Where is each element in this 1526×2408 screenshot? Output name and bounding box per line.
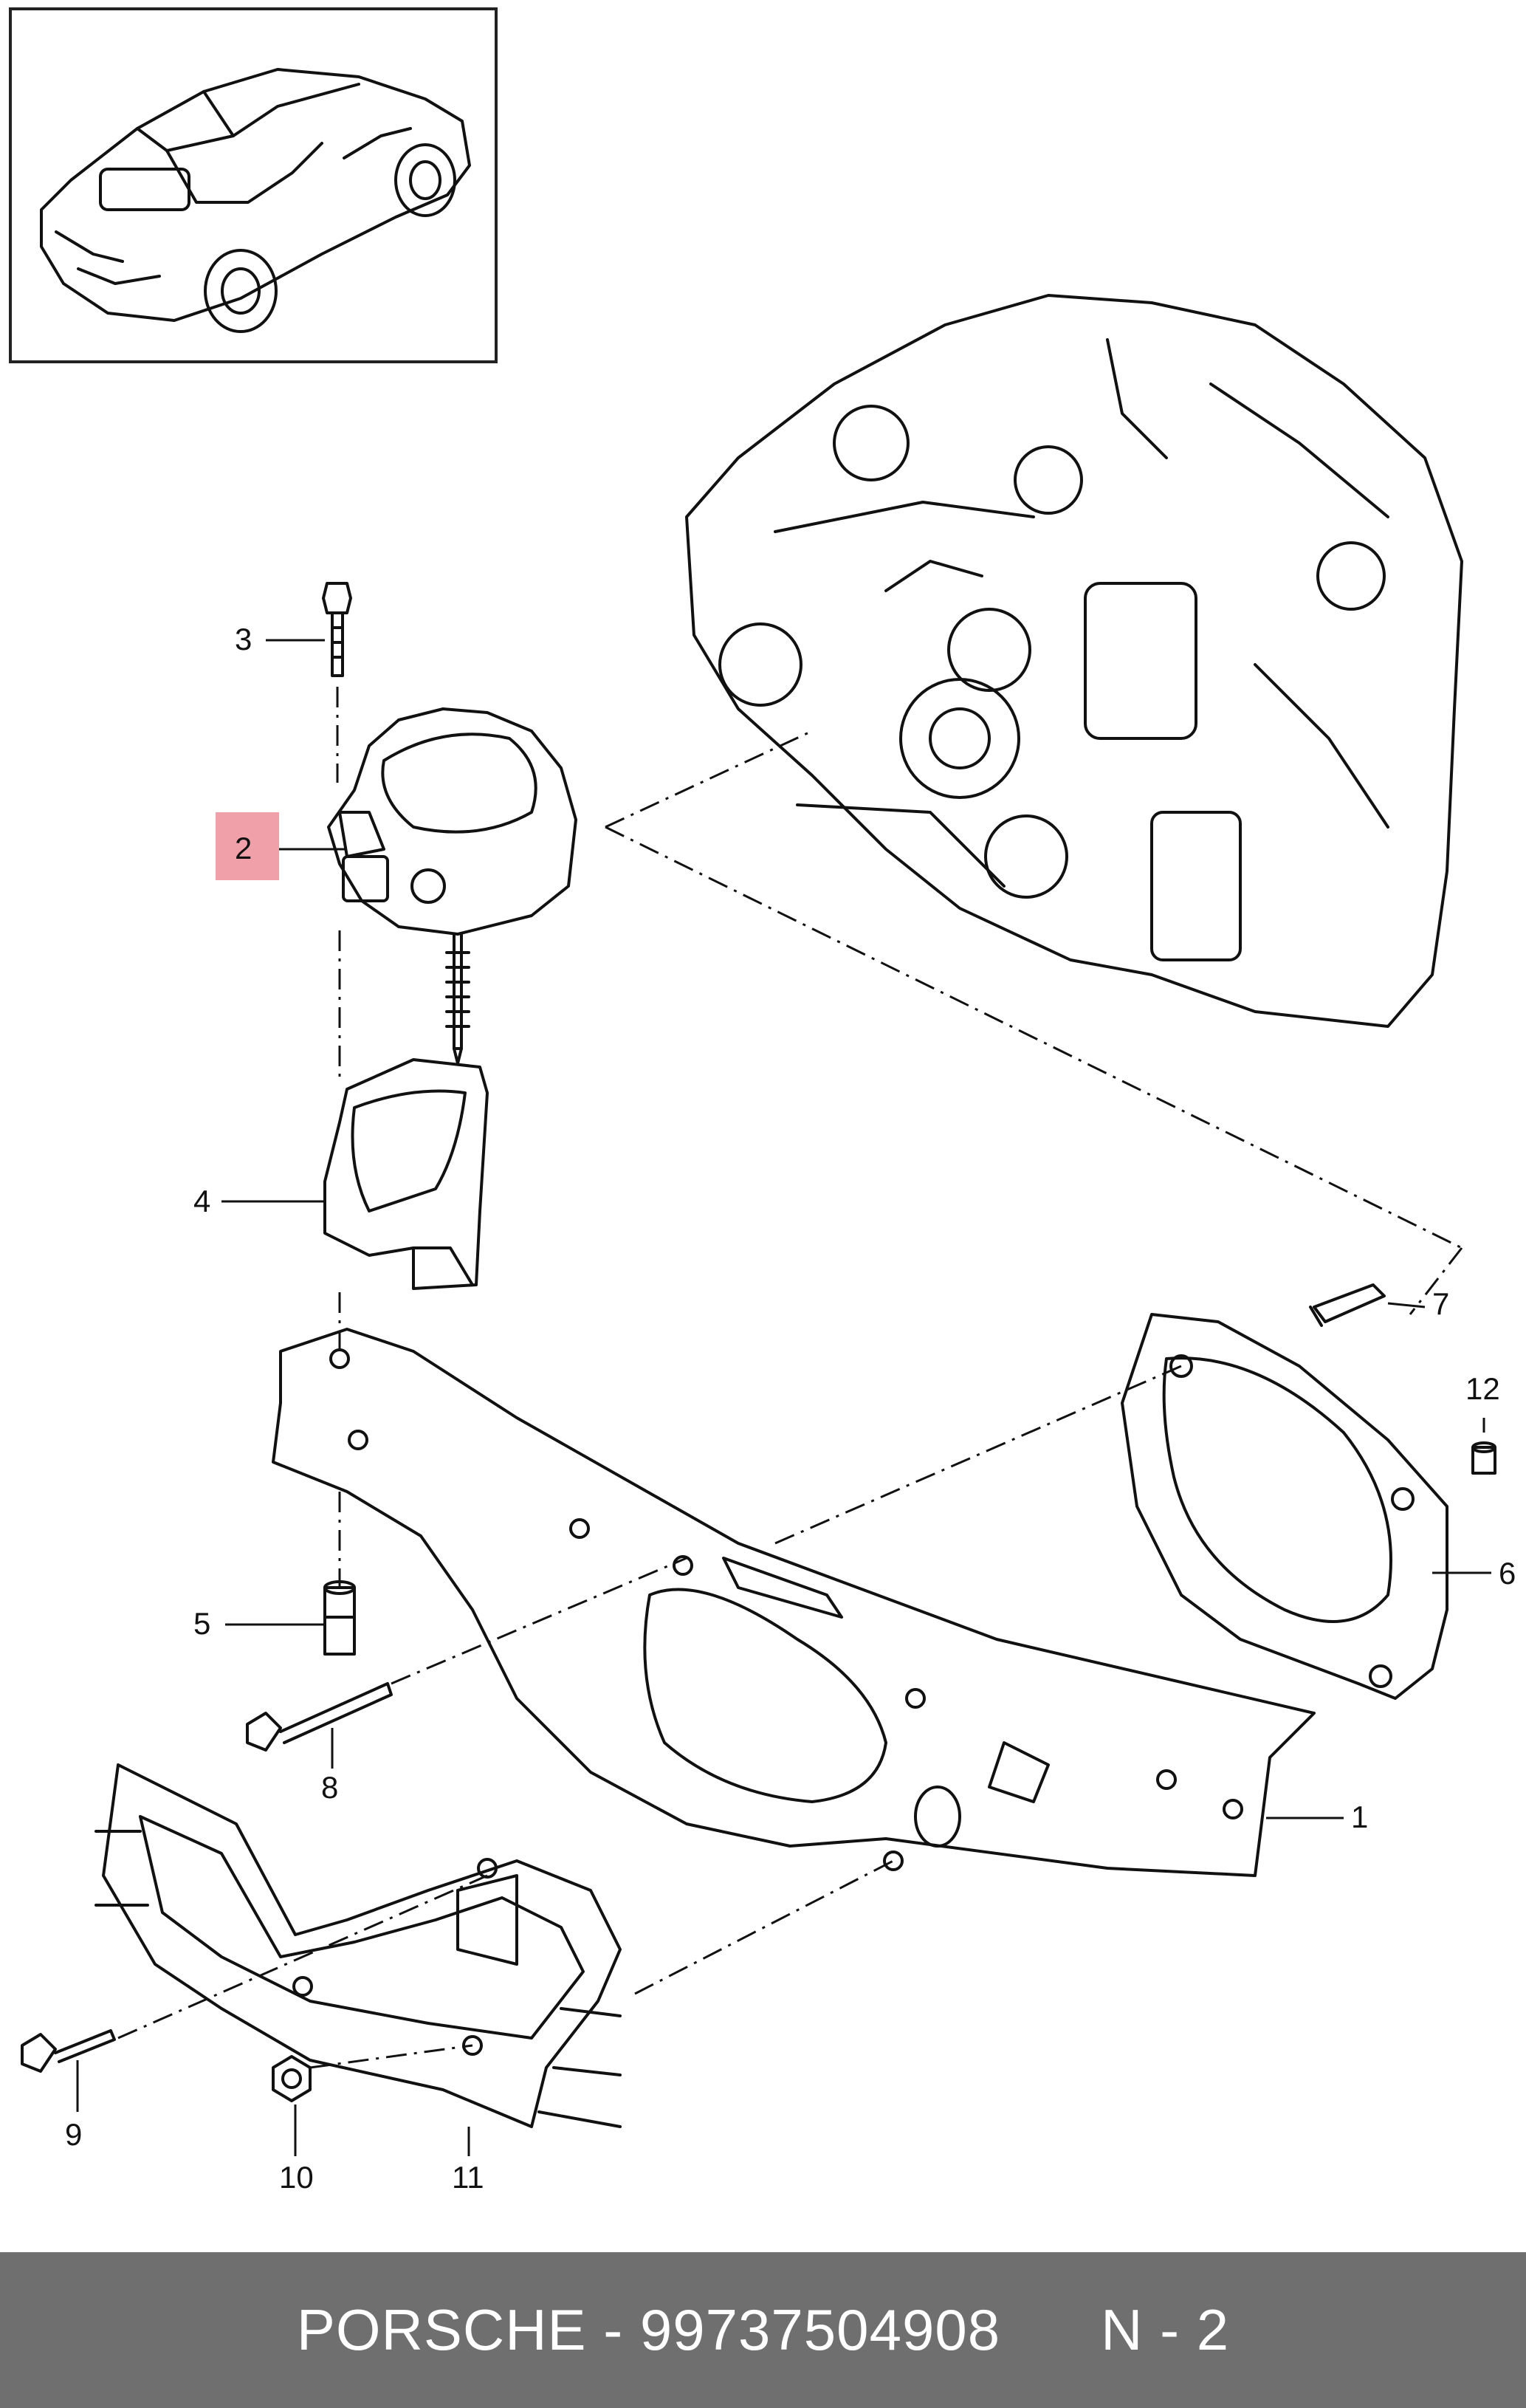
underbody-shield [94, 1763, 622, 2128]
assembly-lines [117, 687, 1463, 2069]
callout-9: 9 [65, 2117, 83, 2152]
callout-1: 1 [1351, 1800, 1369, 1834]
callout-3: 3 [235, 622, 252, 656]
bracket-part [323, 1058, 489, 1290]
engine-mount [327, 707, 577, 1065]
callout-4: 4 [193, 1184, 211, 1218]
position-code: N - 2 [1101, 2297, 1230, 2362]
car-thumbnail-illustration [40, 68, 471, 333]
sleeve-5 [323, 1580, 356, 1656]
bolt-top [322, 582, 352, 677]
sleeve-12 [1471, 1441, 1496, 1475]
bolt-8 [246, 1682, 393, 1752]
exploded-parts-diagram [21, 294, 1496, 2156]
callout-12: 12 [1465, 1371, 1500, 1406]
bolt-7 [1309, 1283, 1386, 1327]
highlighted-part-marker [216, 812, 279, 880]
footer-gap [1000, 2296, 1101, 2364]
crossmember [272, 1328, 1316, 1877]
engine-illustration [685, 294, 1463, 1028]
callout-2: 2 [235, 831, 252, 865]
callout-10: 10 [279, 2160, 314, 2195]
callout-8: 8 [321, 1770, 339, 1805]
callout-11: 11 [452, 2160, 484, 2195]
callout-7: 7 [1432, 1286, 1450, 1321]
leader-lines [76, 639, 1491, 2156]
bolt-9 [21, 2029, 116, 2073]
part-info-footer: PORSCHE - 99737504908 N - 2 [0, 2252, 1526, 2408]
nut-10 [272, 2055, 312, 2102]
footer-separator: - [586, 2297, 640, 2362]
callout-5: 5 [193, 1606, 211, 1641]
vehicle-thumbnail-frame [9, 7, 498, 363]
callout-6: 6 [1499, 1556, 1516, 1591]
part-number: 99737504908 [639, 2297, 1001, 2362]
brand-label: PORSCHE [296, 2297, 587, 2362]
gasket-plate [1121, 1313, 1448, 1700]
